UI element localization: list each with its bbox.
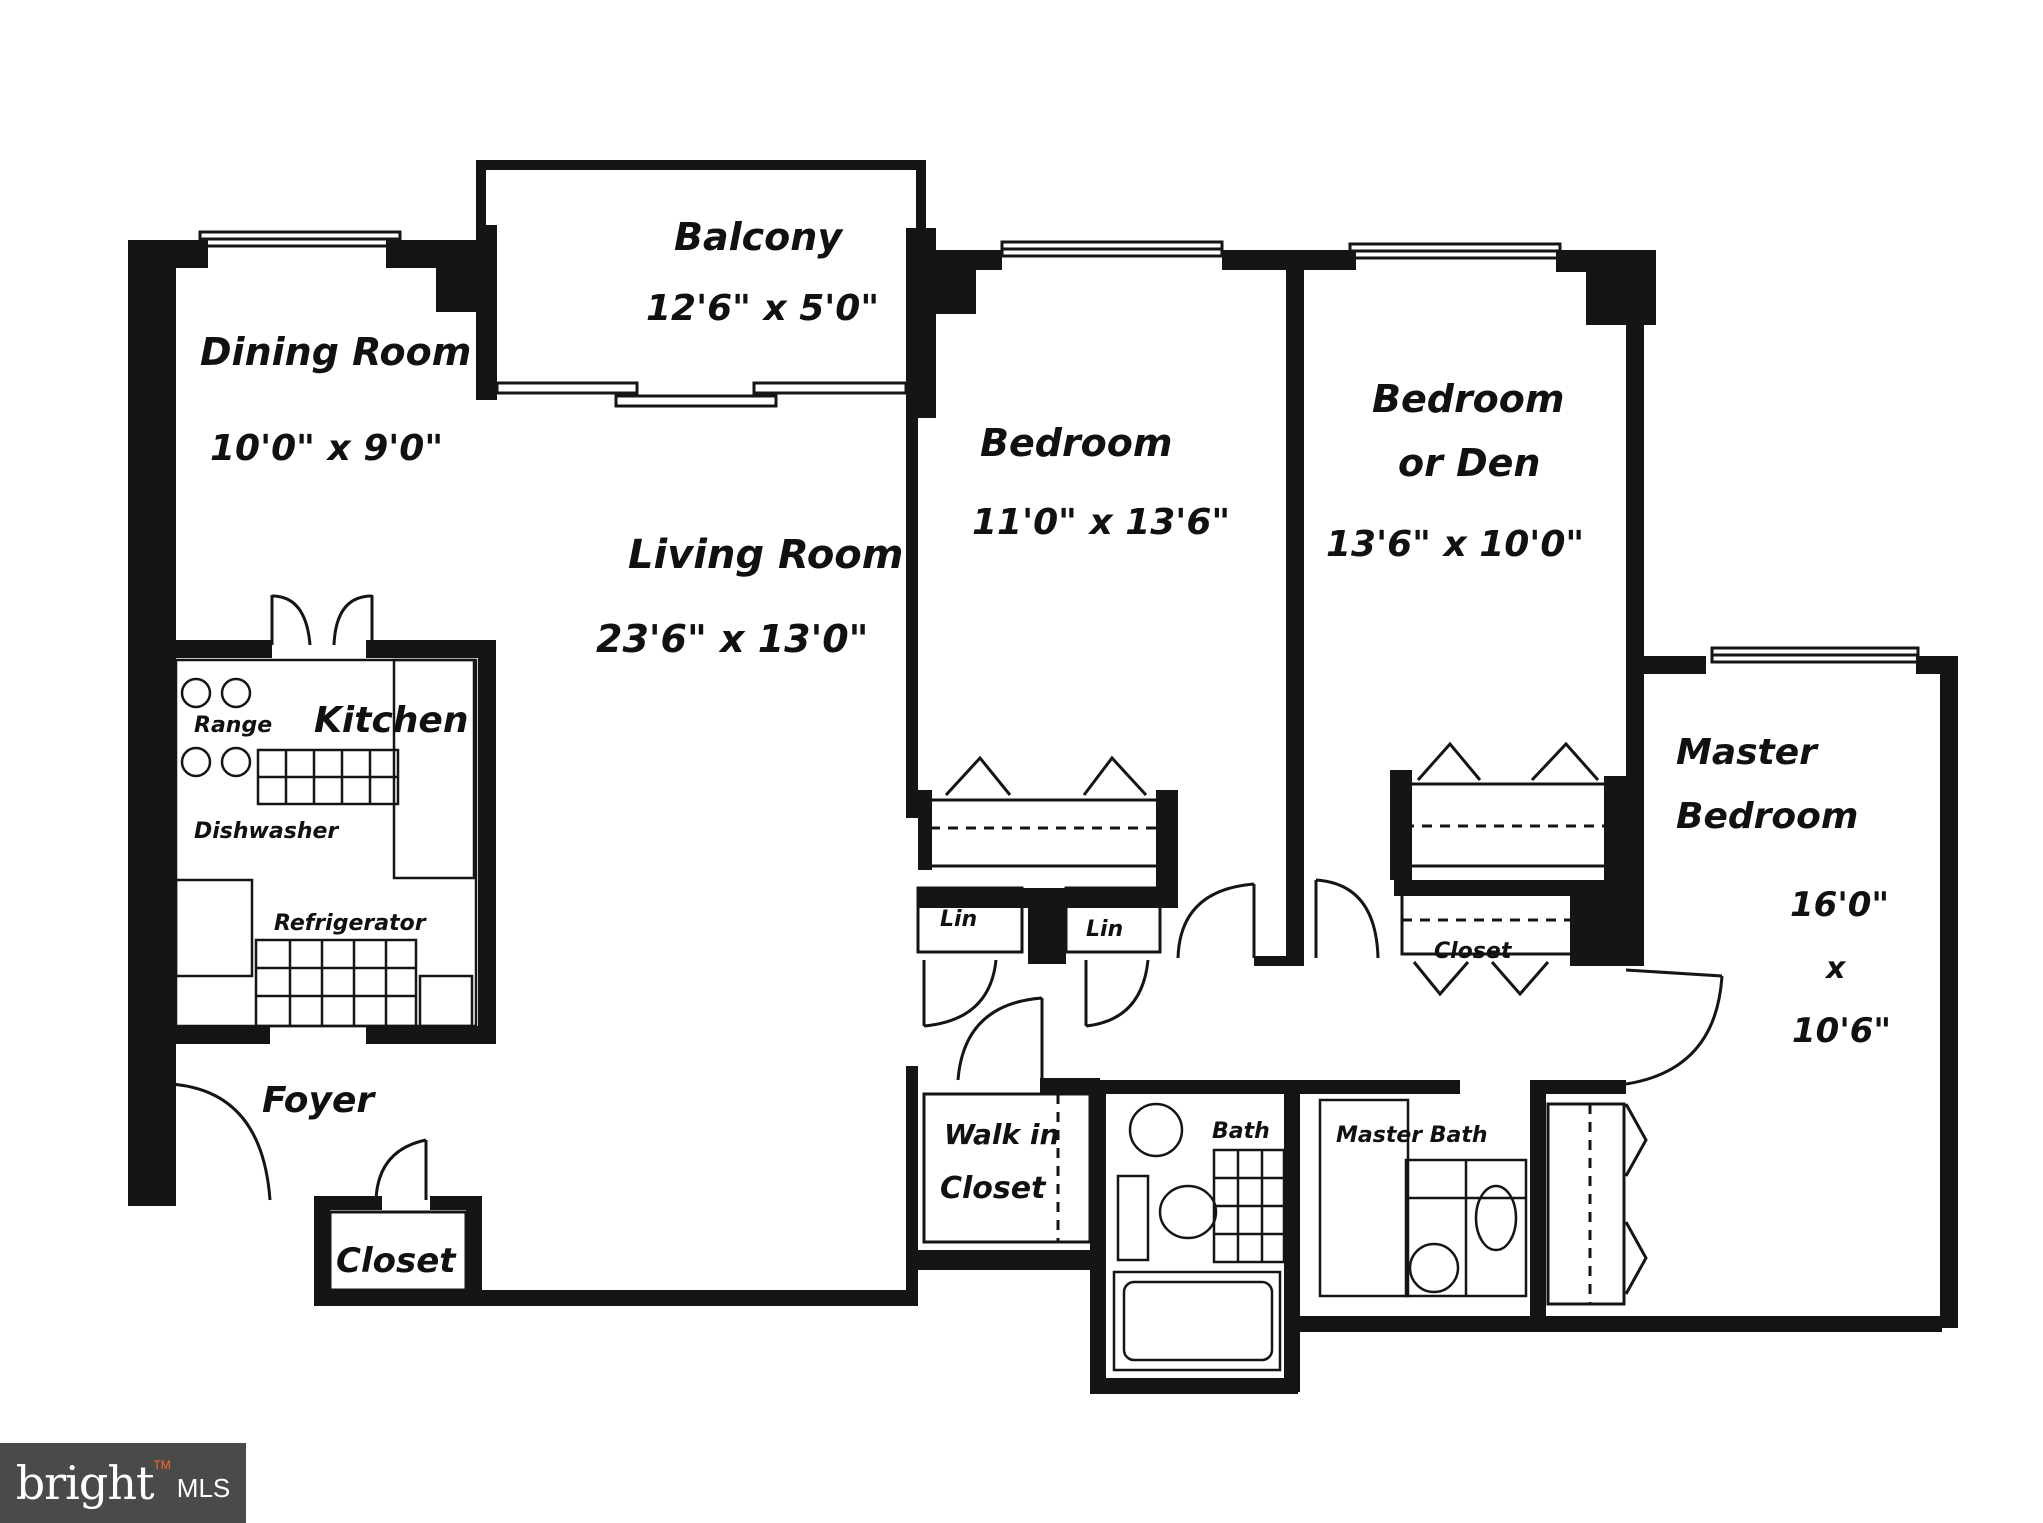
brand-name: bright bbox=[15, 1456, 155, 1510]
master-bedroom-size-line1: 16'0" bbox=[1790, 885, 1889, 925]
mls-watermark: bright TM MLS bbox=[0, 1443, 246, 1523]
den-label-line1: Bedroom bbox=[1372, 377, 1565, 421]
master-bedroom-size-line2: x bbox=[1824, 951, 1847, 986]
master-bedroom-label-line1: Master bbox=[1676, 732, 1819, 773]
walk-in-closet-label-line1: Walk in bbox=[944, 1118, 1059, 1151]
den-label-line2: or Den bbox=[1398, 441, 1540, 485]
living-room-label: Living Room bbox=[628, 532, 903, 578]
bath-fixtures bbox=[1112, 1098, 1528, 1372]
linen-closet-2-label: Lin bbox=[1086, 917, 1123, 942]
dishwasher-label: Dishwasher bbox=[194, 819, 339, 844]
brand-trademark: TM bbox=[153, 1458, 171, 1472]
master-bedroom-size-line3: 10'6" bbox=[1792, 1011, 1891, 1051]
walls bbox=[128, 160, 1958, 1394]
balcony-label: Balcony bbox=[674, 215, 844, 259]
living-room-size: 23'6" x 13'0" bbox=[596, 617, 868, 661]
dining-room-label: Dining Room bbox=[200, 330, 471, 374]
bedroom-size: 11'0" x 13'6" bbox=[972, 502, 1230, 543]
den-size: 13'6" x 10'0" bbox=[1326, 524, 1584, 565]
refrigerator-label: Refrigerator bbox=[274, 911, 427, 936]
dining-room-size: 10'0" x 9'0" bbox=[210, 428, 443, 469]
kitchen-fixtures bbox=[174, 658, 478, 1028]
balcony-size: 12'6" x 5'0" bbox=[646, 288, 879, 329]
linen-closet-1-label: Lin bbox=[940, 907, 977, 932]
windows bbox=[198, 230, 1920, 664]
kitchen-label: Kitchen bbox=[314, 700, 468, 741]
hall-closet-label: Closet bbox=[1434, 939, 1513, 964]
master-bath-label: Master Bath bbox=[1336, 1123, 1488, 1148]
doors bbox=[168, 594, 1724, 1295]
bath-label: Bath bbox=[1212, 1119, 1270, 1144]
walk-in-closet-label-line2: Closet bbox=[940, 1171, 1047, 1206]
foyer-label: Foyer bbox=[262, 1080, 376, 1121]
bedroom-label: Bedroom bbox=[980, 421, 1173, 465]
closet-shelves bbox=[328, 782, 1626, 1306]
range-label: Range bbox=[194, 713, 272, 738]
foyer-closet-label: Closet bbox=[336, 1241, 457, 1281]
room-labels: Balcony 12'6" x 5'0" Dining Room 10'0" x… bbox=[194, 215, 1891, 1281]
master-bedroom-label-line2: Bedroom bbox=[1676, 796, 1858, 837]
brand-suffix: MLS bbox=[176, 1472, 231, 1503]
